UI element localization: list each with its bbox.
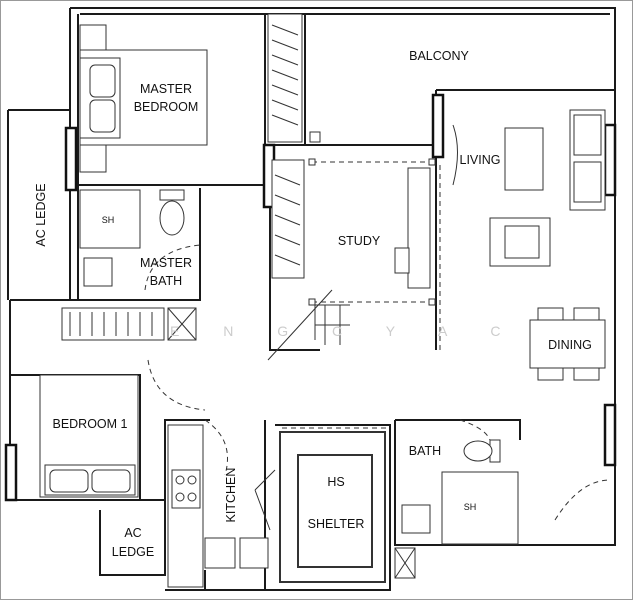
label-living: LIVING xyxy=(460,153,501,167)
window xyxy=(603,123,617,197)
living-furniture xyxy=(439,109,606,350)
label-master-bedroom-2: BEDROOM xyxy=(134,100,199,114)
label-ac-ledge-left: AC LEDGE xyxy=(34,183,48,246)
master-bath-fixtures xyxy=(79,189,201,291)
label-bath: BATH xyxy=(409,444,441,458)
label-bath-shower: SH xyxy=(464,502,477,512)
label-hs-shelter-2: SHELTER xyxy=(308,517,365,531)
master-bed xyxy=(79,24,208,173)
label-balcony: BALCONY xyxy=(409,49,469,63)
window xyxy=(4,443,18,502)
label-master-bath-shower: SH xyxy=(102,215,115,225)
label-dining: DINING xyxy=(548,338,592,352)
bath-fixtures xyxy=(394,419,611,579)
label-ac-ledge-bottom-1: AC xyxy=(124,526,141,540)
label-master-bedroom-1: MASTER xyxy=(140,82,192,96)
bed-1 xyxy=(39,359,206,498)
study-furniture xyxy=(267,158,436,361)
label-kitchen: KITCHEN xyxy=(224,468,238,523)
window xyxy=(431,93,445,159)
wardrobe xyxy=(61,13,321,341)
label-study: STUDY xyxy=(338,234,381,248)
label-ac-ledge-bottom-2: LEDGE xyxy=(112,545,154,559)
label-master-bath-2: BATH xyxy=(150,274,182,288)
label-bedroom-1: BEDROOM 1 xyxy=(52,417,127,431)
label-hs-shelter-1: HS xyxy=(327,475,344,489)
kitchen-fixtures xyxy=(167,419,276,588)
dining-table xyxy=(529,307,606,381)
window xyxy=(603,403,617,467)
hs-shelter xyxy=(279,427,388,583)
window xyxy=(64,126,78,192)
label-master-bath-1: MASTER xyxy=(140,256,192,270)
watermark: E N G C Y A C xyxy=(170,323,521,339)
